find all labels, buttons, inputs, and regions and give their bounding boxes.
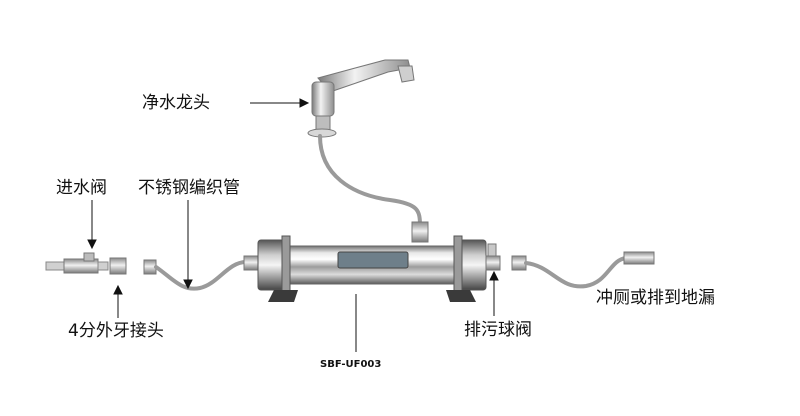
faucet-label: 净水龙头	[142, 93, 210, 113]
model-number: SBF-UF003	[320, 359, 382, 370]
drain-destination-label: 冲厕或排到地漏	[596, 288, 715, 308]
adapter-icon	[109, 257, 157, 275]
inlet-valve-label: 进水阀	[56, 178, 107, 198]
drain-valve-label: 排污球阀	[464, 320, 532, 340]
faucet-hose	[318, 134, 422, 228]
purifier-body	[257, 235, 487, 302]
top-outlet-fitting	[411, 221, 429, 243]
braided-hose-label: 不锈钢编织管	[138, 178, 240, 198]
drain-outlet-fitting	[623, 251, 655, 265]
brand-plate	[337, 251, 409, 269]
drain-valve-icon	[485, 243, 527, 271]
drain-hose	[524, 256, 628, 289]
leader-lines	[87, 98, 499, 352]
inlet-valve-icon	[45, 252, 109, 274]
adapter-label: 4分外牙接头	[68, 321, 164, 341]
faucet-icon	[307, 59, 415, 138]
braided-hose	[154, 260, 248, 291]
